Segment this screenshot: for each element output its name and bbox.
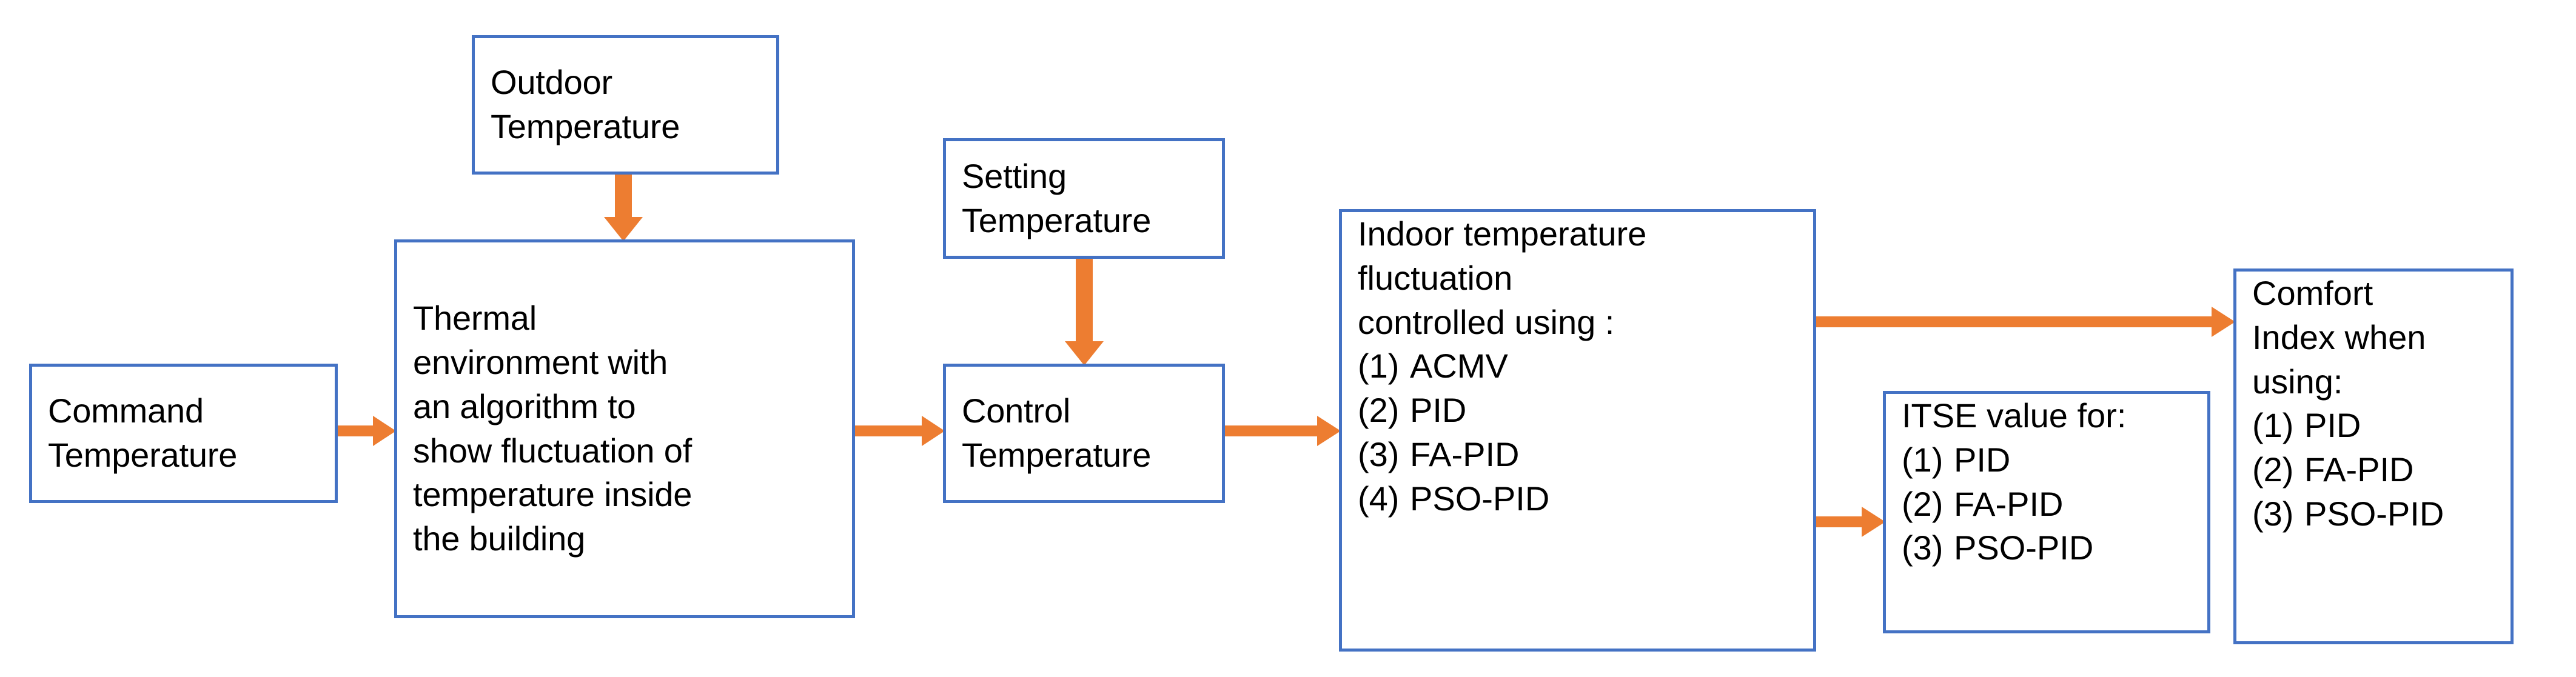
node-setting-temperature-label: Setting Temperature [962,156,1152,239]
list-item-number: (1) [2252,406,2294,445]
list-item-label: FA-PID [2304,450,2414,489]
list-item-number: (2) [1902,484,1944,523]
node-itse-value-lead: ITSE value for: [1902,396,2127,435]
node-indoor-fluctuation-lead: Indoor temperature fluctuation controlle… [1358,215,1647,341]
node-thermal-environment[interactable]: Thermal environment with an algorithm to… [394,239,855,618]
node-comfort-index-list: (1) PID (2) FA-PID (3) PSO-PID [2236,404,2511,536]
list-item-label: PID [1954,440,2011,479]
arrow-indoor-to-itse [1795,501,1887,543]
list-item-number: (3) [1902,529,1944,567]
list-item-label: PSO-PID [2304,494,2444,533]
arrow-outdoor-to-thermal [599,173,648,244]
list-item-label: PSO-PID [1410,479,1550,518]
list-item-number: (3) [1358,435,1400,473]
node-itse-value-list: (1) PID (2) FA-PID (3) PSO-PID [1886,438,2207,570]
list-item-number: (2) [1358,391,1400,430]
list-item-number: (1) [1358,347,1400,385]
arrow-command-to-thermal [338,410,398,452]
node-indoor-fluctuation-list: (1) ACMV (2) PID (3) FA-PID (4) PSO-PID [1342,344,1813,521]
list-item: (2) FA-PID [2252,448,2511,492]
arrow-setting-to-control [1060,258,1109,368]
list-item-number: (4) [1358,479,1400,518]
list-item-label: PID [2304,406,2361,445]
node-setting-temperature[interactable]: Setting Temperature [943,138,1225,259]
node-control-temperature[interactable]: Control Temperature [943,364,1225,503]
list-item: (1) ACMV [1358,344,1813,389]
node-itse-value[interactable]: ITSE value for: (1) PID (2) FA-PID (3) PSO-… [1883,391,2210,633]
list-item: (3) PSO-PID [2252,492,2511,536]
node-comfort-index-lead: Comfort Index when using: [2252,274,2426,401]
node-command-temperature-label: Command Temperature [48,392,238,474]
node-thermal-environment-label: Thermal environment with an algorithm to… [413,299,693,558]
list-item: (2) FA-PID [1902,482,2207,527]
list-item: (2) PID [1358,389,1813,433]
list-item-label: PSO-PID [1954,529,2094,567]
list-item: (1) PID [2252,404,2511,448]
list-item-number: (1) [1902,440,1944,479]
list-item-label: ACMV [1410,347,1508,385]
list-item-label: PID [1410,391,1467,430]
arrow-thermal-to-control [855,410,947,452]
node-control-temperature-label: Control Temperature [962,392,1152,474]
list-item: (1) PID [1902,438,2207,482]
list-item-number: (2) [2252,450,2294,489]
node-outdoor-temperature-label: Outdoor Temperature [491,63,680,145]
node-command-temperature[interactable]: Command Temperature [29,364,338,503]
node-indoor-fluctuation[interactable]: Indoor temperature fluctuation controlle… [1339,209,1816,652]
node-comfort-index[interactable]: Comfort Index when using: (1) PID (2) FA-P… [2233,268,2514,644]
list-item: (3) FA-PID [1358,433,1813,477]
list-item-label: FA-PID [1954,484,2064,523]
list-item-label: FA-PID [1410,435,1520,473]
node-outdoor-temperature[interactable]: Outdoor Temperature [472,35,779,175]
list-item: (4) PSO-PID [1358,477,1813,521]
arrow-indoor-to-comfort [1816,301,2238,343]
list-item-number: (3) [2252,494,2294,533]
list-item: (3) PSO-PID [1902,526,2207,570]
arrow-control-to-indoor [1225,410,1343,452]
